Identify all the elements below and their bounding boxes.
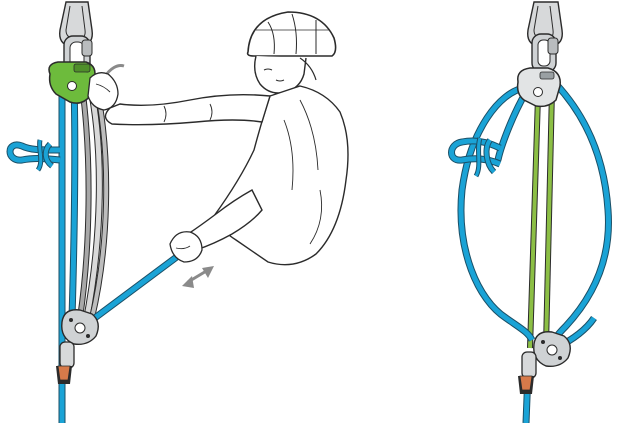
person-hand-upper [88,73,118,110]
helmet-icon [248,12,336,56]
carabiner-icon [532,34,558,72]
rope-knot-icon [10,140,60,170]
pulley-icon [534,332,571,367]
carabiner-icon [518,352,536,394]
gray-haul-cord [80,84,106,322]
pulley-icon [62,310,99,345]
green-haul-cord [530,90,552,348]
direction-arrow-icon [182,266,214,288]
right-panel [452,2,609,423]
rope-knot-icon [452,138,501,176]
person-arm-upper [105,95,270,125]
haul-rope-strand [72,84,75,318]
cam-pulley-icon [518,68,561,106]
left-panel [10,2,348,423]
